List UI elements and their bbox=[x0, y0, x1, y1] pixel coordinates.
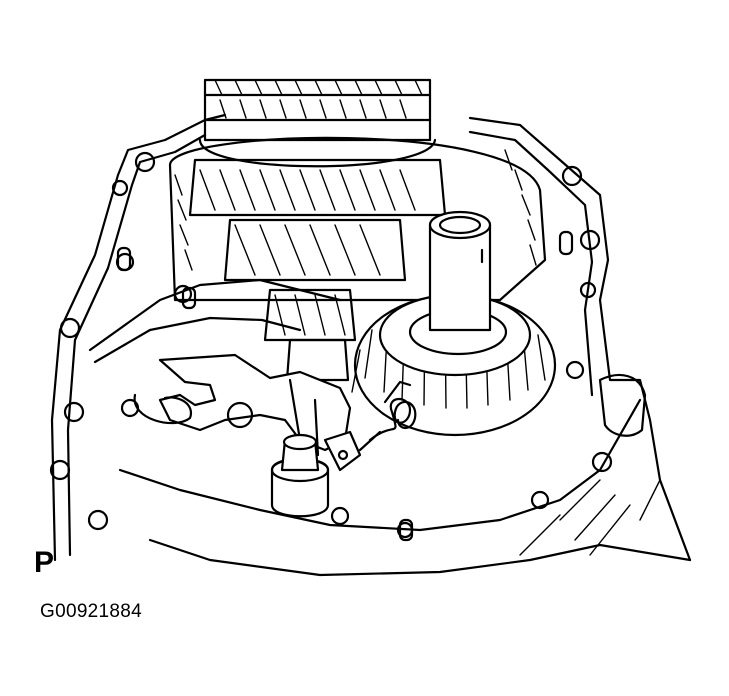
output-shaft-gear bbox=[351, 210, 557, 437]
case-pins bbox=[116, 230, 574, 542]
reverse-shift-lever-assembly bbox=[133, 353, 417, 518]
figure-id: G00921884 bbox=[40, 601, 143, 622]
view-label: P bbox=[34, 546, 55, 579]
case-housing bbox=[49, 113, 692, 577]
